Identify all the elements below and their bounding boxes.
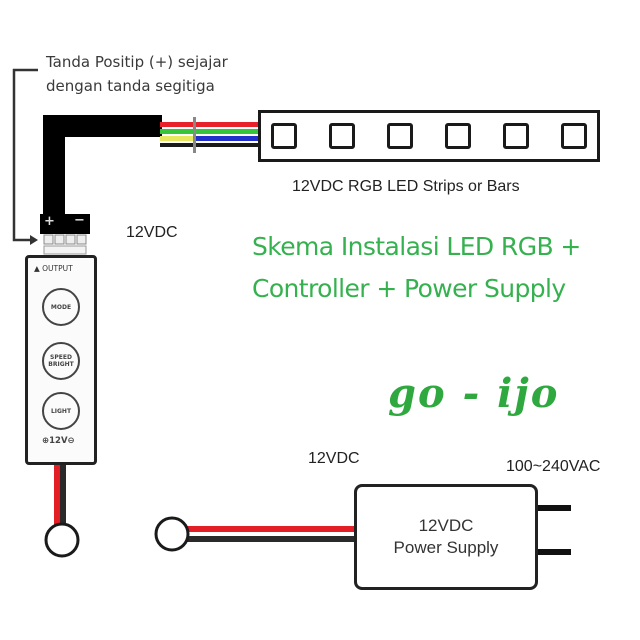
cable-ring: [193, 117, 196, 153]
brand-watermark: go - ijo: [388, 370, 560, 417]
ac-input-label: 100~240VAC: [506, 458, 601, 475]
led-chip: [503, 123, 529, 149]
psu-wire-positive: [170, 526, 356, 532]
led-strip: [258, 110, 600, 162]
wire-red-left: [160, 122, 194, 127]
led-strip-label: 12VDC RGB LED Strips or Bars: [292, 178, 520, 195]
psu-line-1: 12VDC: [418, 516, 474, 535]
dc-jack-male: [154, 516, 190, 552]
annotation-line-1: Tanda Positip (+) sejajar: [46, 53, 228, 71]
led-chip: [329, 123, 355, 149]
power-polarity-label: ⊕12V⊖: [42, 436, 75, 446]
ctrl-wire-negative: [60, 464, 66, 526]
wire-black-left: [160, 143, 194, 147]
wire-red-right: [196, 122, 259, 127]
connector-voltage-label: 12VDC: [126, 224, 178, 241]
light-button[interactable]: LIGHT: [42, 392, 80, 430]
wire-green-right: [196, 129, 259, 134]
ac-prong-bottom: [537, 549, 571, 555]
dc-jack-female: [44, 522, 80, 558]
power-supply-box: 12VDC Power Supply: [354, 484, 538, 590]
led-chip: [387, 123, 413, 149]
annotation-line-2: dengan tanda segitiga: [46, 77, 215, 95]
arrow-head-icon: [30, 235, 38, 245]
title-line-2: Controller + Power Supply: [252, 274, 566, 303]
wire-black-right: [196, 143, 259, 147]
psu-line-2: Power Supply: [393, 538, 499, 557]
psu-wire-negative: [170, 536, 356, 542]
ctrl-wire-positive: [54, 464, 60, 526]
connector-pins: [43, 234, 87, 255]
annotation-note: Tanda Positip (+) sejajar dengan tanda s…: [46, 50, 228, 98]
connector-plus-sign: +: [44, 214, 55, 229]
diagram-title: Skema Instalasi LED RGB + Controller + P…: [252, 226, 581, 310]
ac-prong-top: [537, 505, 571, 511]
output-label: ▲ OUTPUT: [34, 264, 73, 273]
led-chip: [561, 123, 587, 149]
mode-button[interactable]: MODE: [42, 288, 80, 326]
led-chip: [445, 123, 471, 149]
black-cable: [43, 115, 162, 226]
annotation-bracket: [12, 68, 38, 242]
dc-output-label: 12VDC: [308, 450, 360, 467]
connector-minus-sign: −: [74, 213, 85, 228]
wire-yellow-left: [160, 136, 194, 141]
connector-head: [40, 214, 90, 234]
led-chip: [271, 123, 297, 149]
title-line-1: Skema Instalasi LED RGB +: [252, 232, 581, 261]
wire-blue-right: [196, 136, 259, 141]
wire-green-left: [160, 129, 194, 134]
